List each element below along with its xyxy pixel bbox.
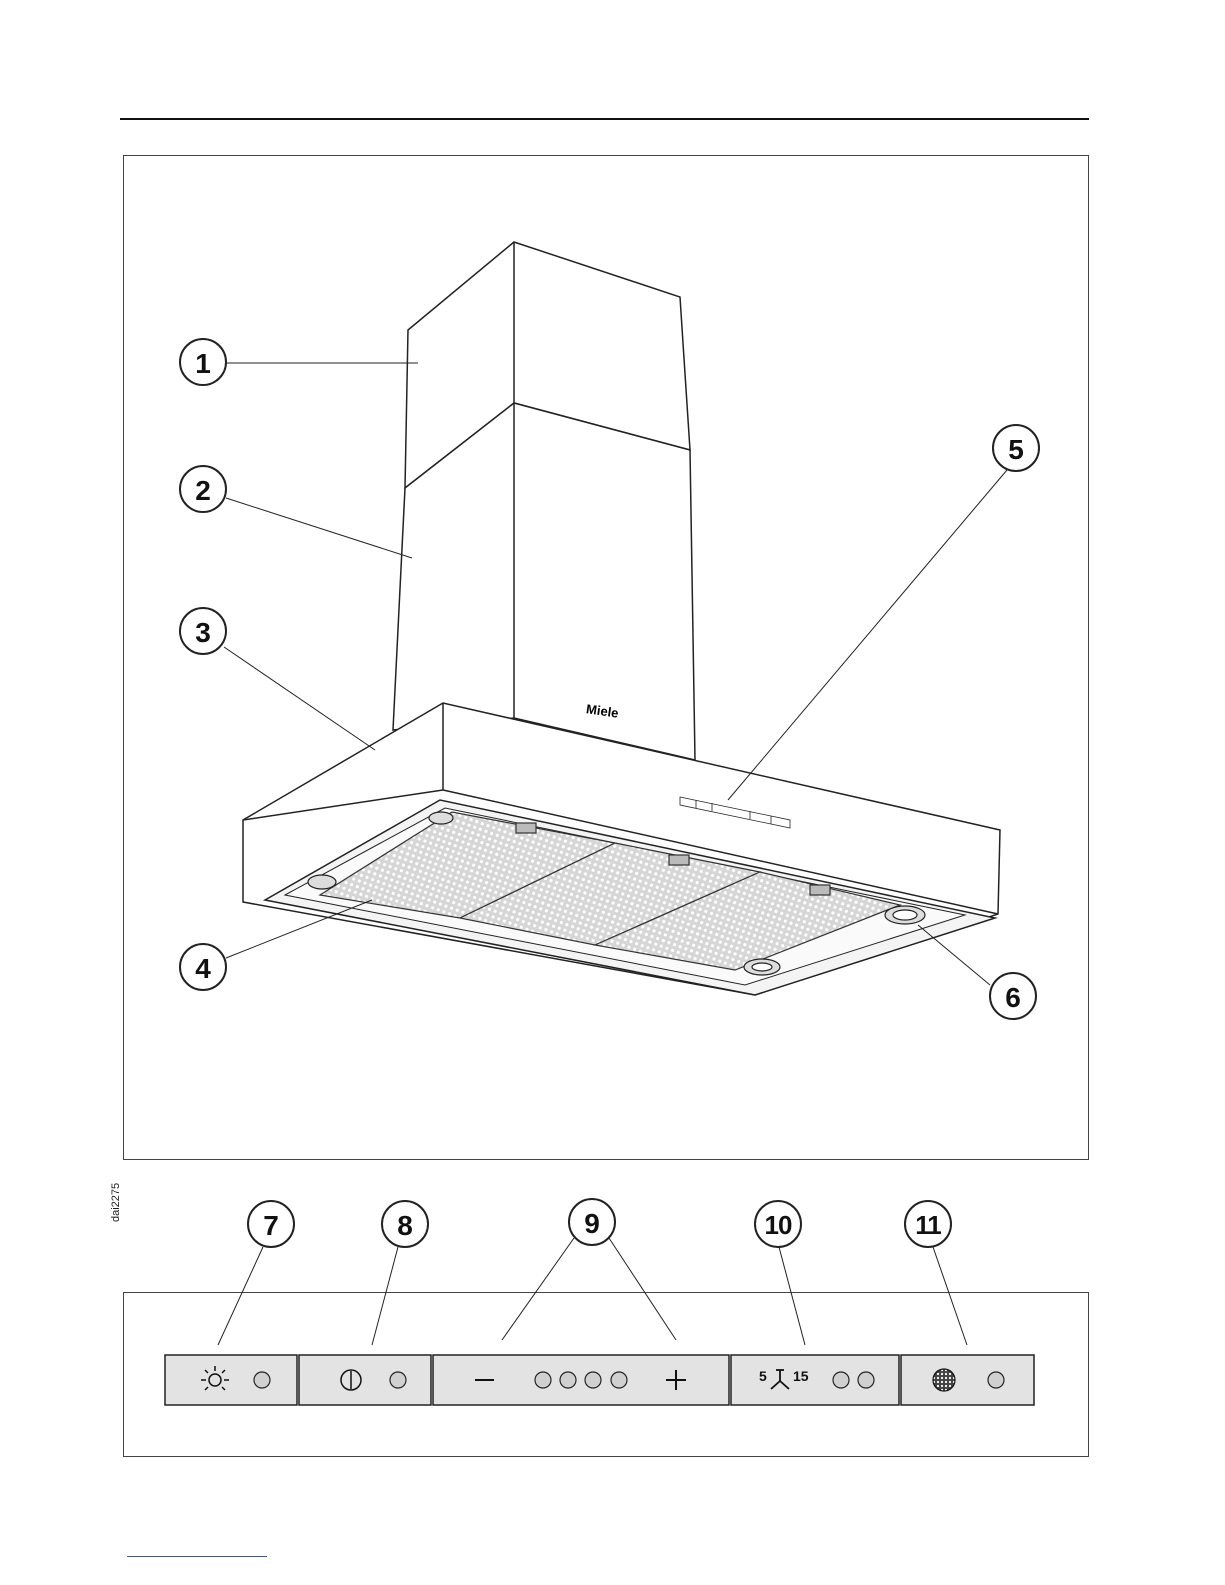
callout-3: 3: [180, 608, 226, 654]
callout-5: 5: [993, 425, 1039, 471]
callout-4: 4: [180, 944, 226, 990]
callout-6: 6: [990, 973, 1036, 1019]
callout-2: 2: [180, 466, 226, 512]
callout-11: 11: [905, 1201, 951, 1247]
callout-7: 7: [248, 1201, 294, 1247]
callout-10: 10: [755, 1201, 801, 1247]
fan-speed-indicator: [585, 1372, 601, 1388]
power-button[interactable]: [299, 1355, 431, 1405]
callout-label-2: 2: [195, 475, 211, 506]
filter-button[interactable]: [901, 1355, 1034, 1405]
grease-filter-icon: [933, 1369, 955, 1391]
runon-indicator: [833, 1372, 849, 1388]
callout-label-7: 7: [263, 1210, 279, 1241]
callout-label-6: 6: [1005, 982, 1021, 1013]
light-button[interactable]: [165, 1355, 297, 1405]
callout-label-11: 11: [915, 1210, 941, 1240]
filter-indicator: [988, 1372, 1004, 1388]
callout-9: 9: [569, 1199, 615, 1245]
power-indicator: [390, 1372, 406, 1388]
light-indicator: [254, 1372, 270, 1388]
callout-label-5: 5: [1008, 434, 1024, 465]
fan-speed-indicator: [560, 1372, 576, 1388]
callout-label-9: 9: [584, 1208, 600, 1239]
runon-label-5: 5: [759, 1368, 767, 1384]
footer-underline: [127, 1556, 267, 1557]
callout-label-1: 1: [195, 348, 211, 379]
hood-light: [308, 875, 336, 889]
callout-8: 8: [382, 1201, 428, 1247]
callout-label-8: 8: [397, 1210, 413, 1241]
callout-label-3: 3: [195, 617, 211, 648]
callout-1: 1: [180, 339, 226, 385]
fan-speed-indicator: [611, 1372, 627, 1388]
runon-label-15: 15: [793, 1368, 809, 1384]
fan-speed-indicator: [535, 1372, 551, 1388]
callout-label-4: 4: [195, 953, 211, 984]
runon-indicator: [858, 1372, 874, 1388]
hood-light: [429, 812, 453, 824]
callout-label-10: 10: [765, 1210, 792, 1240]
